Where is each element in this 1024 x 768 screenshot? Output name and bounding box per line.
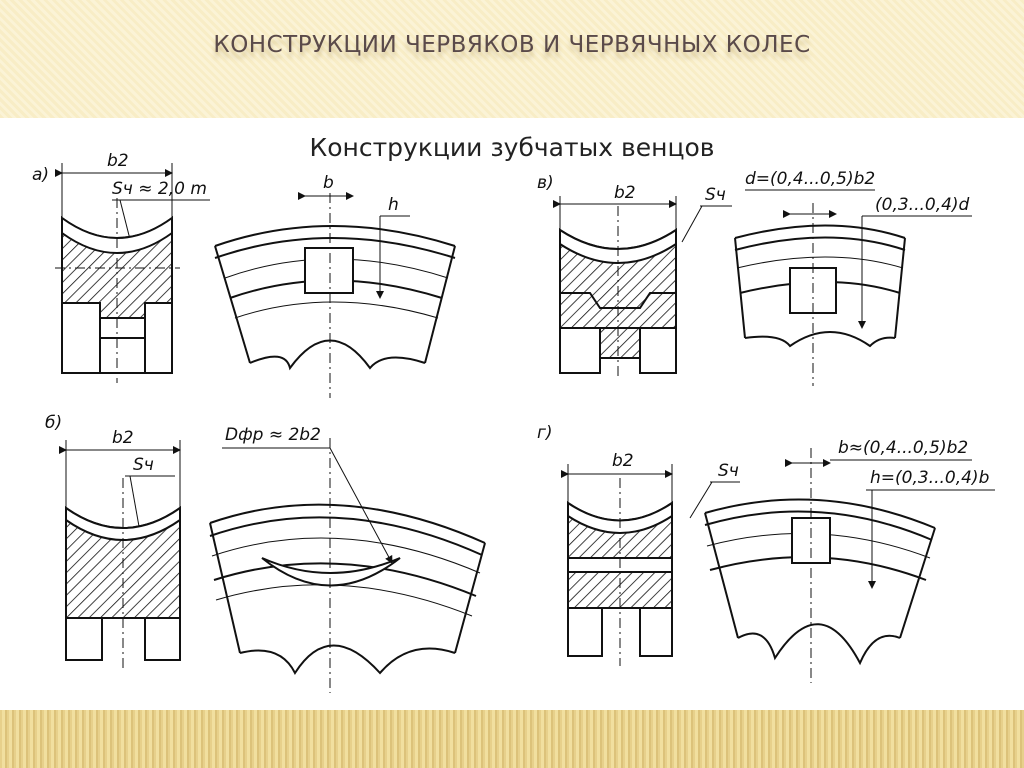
figure-a-slot-b-label: b <box>323 173 334 193</box>
figure-b-letter: б) <box>45 413 62 433</box>
figure-b: б) b2 Sч Dфр ≈ 2b2 <box>45 413 486 693</box>
slide-title: КОНСТРУКЦИИ ЧЕРВЯКОВ И ЧЕРВЯЧНЫХ КОЛЕС <box>213 32 811 58</box>
figure-g-letter: г) <box>537 423 553 443</box>
figure-a-width-label: b2 <box>107 151 129 171</box>
figure-g-tooth-label: Sч <box>718 461 739 481</box>
figure-g-width-label: b2 <box>612 451 634 471</box>
figure-v-letter: в) <box>537 173 554 193</box>
figure-v-tooth-label: Sч <box>705 185 726 205</box>
figure-a-letter: а) <box>32 165 49 185</box>
figure-b-diameter-label: Dфр ≈ 2b2 <box>225 425 321 445</box>
figure-a-slot-h-label: h <box>388 195 399 215</box>
figure-v-depth-label: (0,3...0,4)d <box>875 195 970 215</box>
figure-a-tooth-label: Sч ≈ 2,0 m <box>112 179 207 199</box>
figure-v-width-label: b2 <box>614 183 636 203</box>
figure-v: в) b2 Sч d=(0,4...0,5)b2 (0,3...0,4)d <box>537 169 972 386</box>
slide-header <box>0 0 1024 118</box>
figure-a: а) b2 Sч ≈ 2,0 m b h <box>32 151 456 398</box>
slide-subtitle: Конструкции зубчатых венцов <box>309 133 715 162</box>
gear-rim-drawings: а) b2 Sч ≈ 2,0 m b h в) b2 <box>32 151 995 693</box>
figure-g: г) b2 Sч b≈(0,4...0,5)b2 h=(0,3...0,4)b <box>537 423 995 683</box>
figure-b-tooth-label: Sч <box>133 455 154 475</box>
figure-v-d-formula: d=(0,4...0,5)b2 <box>745 169 875 189</box>
slide-footer <box>0 710 1024 768</box>
figure-g-h-formula: h=(0,3...0,4)b <box>870 468 989 488</box>
figure-g-b-formula: b≈(0,4...0,5)b2 <box>838 438 968 458</box>
figure-b-width-label: b2 <box>112 428 134 448</box>
